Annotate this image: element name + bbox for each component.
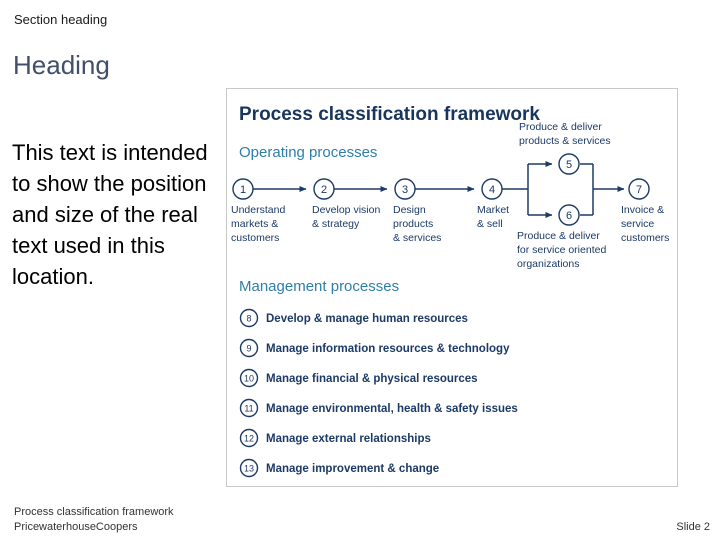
process-node-1-label-line-2: markets &: [231, 218, 278, 230]
footer-line-1: Process classification framework: [14, 506, 174, 518]
slide-number: Slide 2: [676, 521, 710, 533]
process-node-3-label-line-1: Design: [393, 204, 426, 216]
process-node-6-number: 6: [566, 210, 572, 222]
management-node-9[interactable]: 9 Manage information resources & technol…: [239, 338, 511, 358]
management-node-13-label: Manage improvement & change: [266, 463, 439, 475]
process-node-4-number: 4: [489, 184, 495, 196]
process-node-6[interactable]: 6 Produce & deliver for service oriented…: [517, 204, 606, 270]
management-node-11[interactable]: 11 Manage environmental, health & safety…: [239, 398, 518, 418]
management-node-10[interactable]: 10 Manage financial & physical resources: [239, 368, 478, 388]
process-node-3-label-line-3: & services: [393, 232, 441, 244]
process-framework-diagram: Process classification framework Operati…: [231, 104, 669, 478]
management-node-9-label: Manage information resources & technolog…: [266, 343, 510, 355]
process-node-6-label-line-3: organizations: [517, 258, 579, 270]
process-node-7-label-line-3: customers: [621, 232, 669, 244]
process-node-1[interactable]: 1 Understand markets & customers: [231, 178, 285, 244]
process-node-5-label-line-1: Produce & deliver: [519, 121, 602, 133]
management-node-13-number: 13: [244, 464, 254, 474]
process-node-5-label-line-2: products & services: [519, 135, 611, 147]
flow-connector-merge-7: [580, 163, 625, 216]
management-node-12-number: 12: [244, 434, 254, 444]
process-node-1-label-line-1: Understand: [231, 204, 285, 216]
management-node-11-number: 11: [244, 404, 253, 414]
process-node-7[interactable]: 7 Invoice & service customers: [621, 178, 669, 244]
management-node-12[interactable]: 12 Manage external relationships: [239, 428, 431, 448]
management-node-11-label: Manage environmental, health & safety is…: [266, 403, 518, 415]
process-node-3-number: 3: [402, 184, 408, 196]
management-node-12-label: Manage external relationships: [266, 433, 431, 445]
diagram-title: Process classification framework: [239, 104, 540, 125]
management-node-9-number: 9: [246, 344, 251, 354]
management-node-8-number: 8: [246, 314, 251, 324]
process-node-4-label-line-1: Market: [477, 204, 509, 216]
process-node-2-label-line-2: & strategy: [312, 218, 360, 230]
operating-processes-label: Operating processes: [239, 144, 377, 161]
management-node-13[interactable]: 13 Manage improvement & change: [239, 458, 440, 478]
process-node-5[interactable]: Produce & deliver products & services 5: [519, 121, 611, 175]
process-node-6-label-line-1: Produce & deliver: [517, 230, 600, 242]
footer-line-2: PricewaterhouseCoopers: [14, 521, 138, 533]
process-node-2-number: 2: [321, 184, 327, 196]
process-node-1-number: 1: [240, 184, 246, 196]
page-title: Heading: [13, 50, 110, 80]
process-node-2[interactable]: 2 Develop vision & strategy: [312, 178, 380, 230]
process-node-7-number: 7: [636, 184, 642, 196]
section-heading: Section heading: [14, 12, 108, 27]
process-node-7-label-line-1: Invoice &: [621, 204, 664, 216]
process-node-6-label-line-2: for service oriented: [517, 244, 606, 256]
management-processes-label: Management processes: [239, 278, 399, 295]
process-node-1-label-line-3: customers: [231, 232, 279, 244]
management-node-10-label: Manage financial & physical resources: [266, 373, 478, 385]
process-framework-panel: Process classification framework Operati…: [226, 88, 678, 487]
footer-text: Process classification framework Pricewa…: [14, 505, 174, 535]
process-node-3[interactable]: 3 Design products & services: [393, 178, 441, 244]
process-node-2-label-line-1: Develop vision: [312, 204, 380, 216]
management-node-8-label: Develop & manage human resources: [266, 313, 468, 325]
body-text: This text is intended to show the positi…: [12, 140, 208, 289]
process-node-4-label-line-2: & sell: [477, 218, 503, 230]
process-node-3-label-line-2: products: [393, 218, 433, 230]
process-node-4[interactable]: 4 Market & sell: [477, 178, 509, 230]
flow-connector-4-split: [502, 161, 553, 218]
management-node-10-number: 10: [244, 374, 254, 384]
process-node-7-label-line-2: service: [621, 218, 654, 230]
management-node-8[interactable]: 8 Develop & manage human resources: [239, 308, 468, 328]
process-node-5-number: 5: [566, 159, 572, 171]
